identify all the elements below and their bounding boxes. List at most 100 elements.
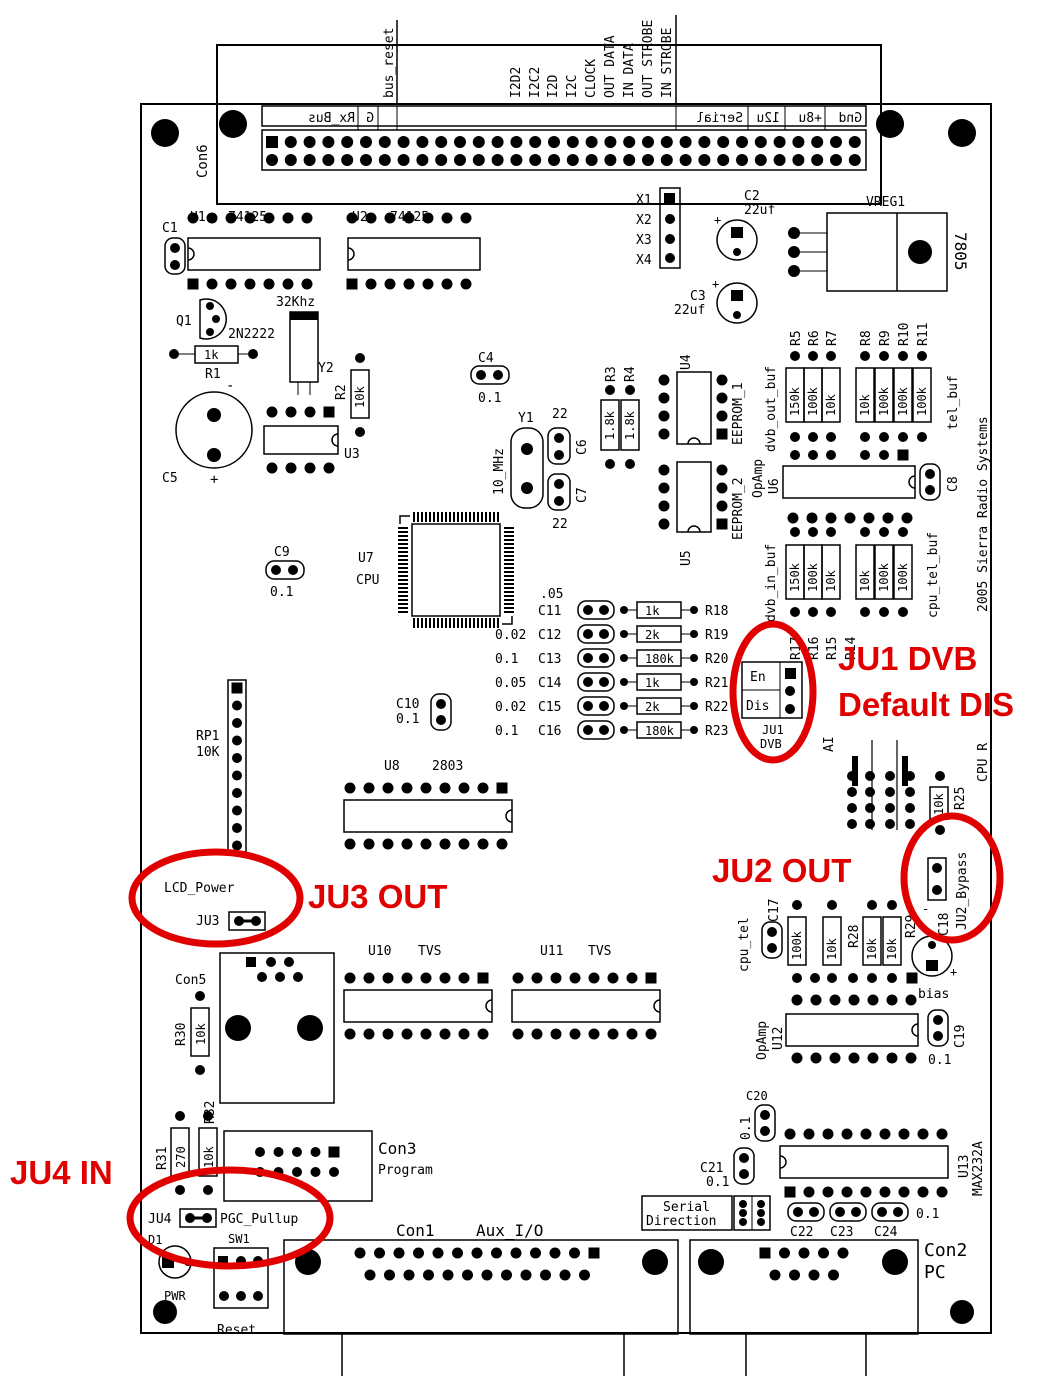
ju4-annotation: JU4 IN [10, 1154, 113, 1191]
cap-body [577, 720, 615, 740]
pad [284, 154, 297, 166]
pad [620, 630, 628, 638]
pad [420, 838, 432, 850]
pad [477, 838, 489, 850]
pad [460, 278, 472, 290]
pad [893, 367, 913, 423]
pad [416, 136, 429, 148]
u8-chip [343, 799, 513, 833]
pad [792, 136, 805, 148]
pad [658, 500, 670, 512]
pad [830, 136, 842, 148]
pad [790, 432, 800, 442]
pad [848, 973, 858, 983]
signal-label: CLOCK [584, 59, 599, 98]
resistor-ref: R10 [897, 323, 912, 346]
c4-cap [470, 365, 510, 385]
vreg-label: VREG1 [866, 195, 905, 210]
pad [282, 278, 294, 290]
ju3-highlight-ellipse [128, 848, 304, 948]
pad [848, 994, 860, 1006]
pad [529, 154, 542, 166]
pad [540, 1269, 551, 1281]
pad [860, 351, 870, 361]
pad [303, 136, 316, 148]
pad [604, 136, 617, 148]
pad [620, 702, 628, 710]
pad [902, 756, 908, 786]
pad [384, 278, 396, 290]
pad [827, 973, 837, 983]
c3-plus: + [712, 277, 719, 291]
pad [886, 994, 898, 1006]
pad [365, 278, 377, 290]
pad [403, 278, 415, 290]
pad [282, 212, 294, 224]
x-pin-header [659, 187, 681, 269]
annotations: JU1 DVB Default DIS JU2 OUT JU3 OUT JU4 … [10, 620, 1014, 1270]
resistor-body [787, 916, 807, 966]
ju4-highlight-ellipse [126, 1166, 334, 1270]
pad [759, 1247, 771, 1259]
con3-sub-label: Program [378, 1163, 433, 1178]
resistor-ref: R5 [789, 330, 804, 346]
resistor-value: 10k [824, 570, 838, 592]
pad [232, 840, 242, 851]
signal-label: I2C2 [528, 67, 543, 98]
pad [660, 154, 673, 166]
pad [716, 518, 728, 530]
u6-opamp-label: OpAmp [751, 459, 766, 498]
cap-value: 0.1 [495, 724, 518, 739]
eeprom2-label: EEPROM_2 [731, 477, 746, 540]
pad [851, 1207, 861, 1217]
sw1-switch [213, 1247, 269, 1309]
cpu-tel-label: cpu_tel [737, 917, 752, 972]
pad [323, 462, 335, 474]
pad [679, 154, 692, 166]
pad [529, 136, 542, 148]
resistor-value: 180k [645, 652, 675, 666]
cap-body [787, 1202, 825, 1222]
pad [583, 653, 593, 663]
pad [844, 512, 856, 524]
cap-ref: C15 [538, 700, 561, 715]
pad [828, 1269, 839, 1281]
pad [790, 450, 800, 460]
pad [811, 136, 824, 148]
pad [512, 972, 524, 984]
ju4-label: JU4 [148, 1212, 172, 1227]
pad [822, 1186, 834, 1198]
pad [879, 351, 889, 361]
con2-label: Con2 [924, 1240, 967, 1261]
pad [717, 136, 730, 148]
pad [660, 136, 673, 148]
c9-value: 0.1 [270, 585, 293, 600]
serial-direction-box [641, 1195, 733, 1231]
pad [403, 1269, 415, 1281]
pad [266, 462, 278, 474]
resistor-value: 100k [896, 386, 910, 416]
u12-opamp-label: OpAmp [755, 1021, 770, 1060]
pad [658, 428, 670, 440]
pad [599, 653, 609, 663]
c20-label: C20 [746, 1089, 768, 1103]
resistor-ref: R15 [825, 637, 840, 660]
eeprom1-label: EEPROM_1 [731, 382, 746, 445]
pad [779, 1247, 790, 1259]
serial-direction-label-2: Direction [646, 1214, 716, 1229]
pad [285, 406, 297, 418]
pad [893, 1207, 903, 1217]
pad [588, 972, 600, 984]
pad [187, 278, 199, 290]
pad [244, 278, 256, 290]
pad [403, 212, 415, 224]
pad [322, 136, 335, 148]
cap-body [577, 696, 615, 716]
resistor-ref: R19 [705, 628, 728, 643]
pad [645, 1028, 657, 1040]
c10-value: 0.1 [396, 712, 419, 727]
u4-label: U4 [679, 354, 694, 370]
c2-plus: + [714, 213, 721, 227]
pad [716, 374, 728, 386]
pad [698, 154, 711, 166]
